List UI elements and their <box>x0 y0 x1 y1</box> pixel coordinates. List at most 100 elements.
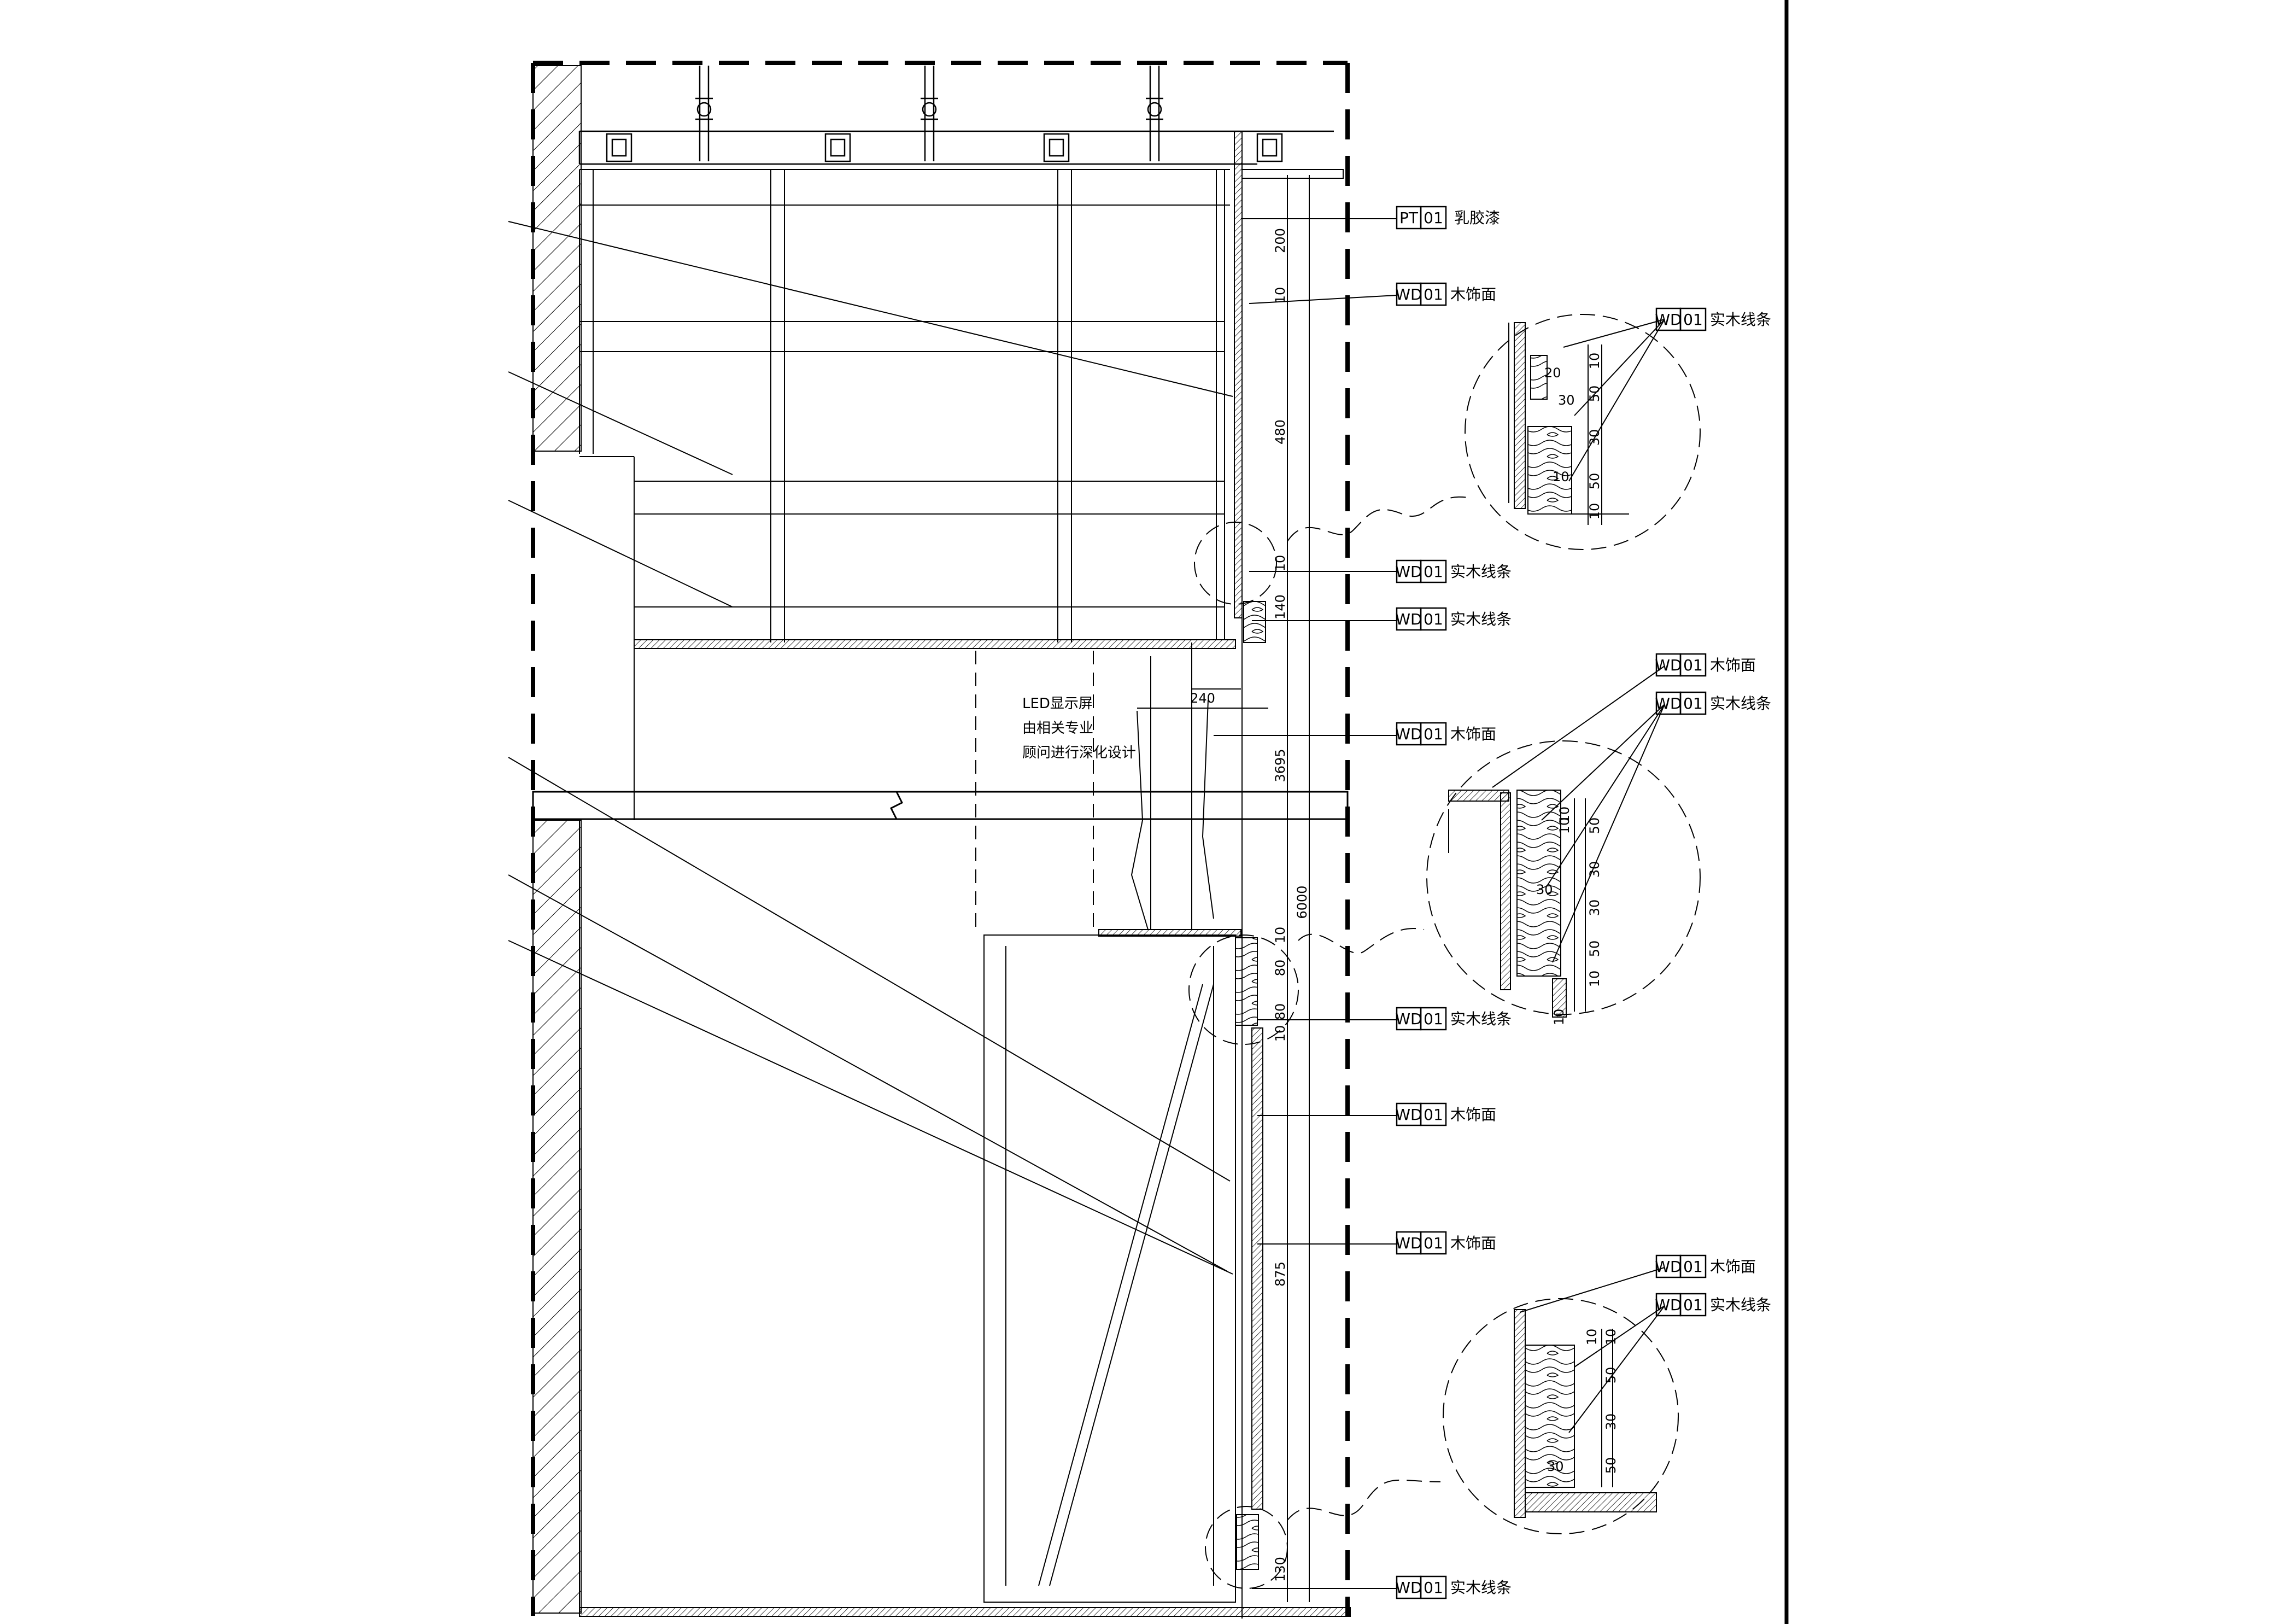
detail-leaders <box>1492 319 1665 1433</box>
label-text: 01 <box>1424 563 1443 581</box>
label-text: 01 <box>1683 311 1703 329</box>
label-text: 140 <box>1273 594 1288 620</box>
label-text: 01 <box>1424 725 1443 743</box>
lower-counter <box>983 929 1241 1603</box>
label-text: 木饰面 <box>1450 725 1496 743</box>
label-text: WD <box>1655 656 1682 674</box>
label-text: 3695 <box>1273 749 1288 782</box>
label-text: 01 <box>1683 1258 1703 1276</box>
label-text: 10 <box>1273 1025 1288 1042</box>
detail-2-drawing <box>1448 790 1586 1018</box>
label-text: 木饰面 <box>1450 285 1496 303</box>
material-tags: PT 01 乳胶漆 WD 01 木饰面 WD 01 实木线条 WD 01 实木线… <box>1395 206 1512 1599</box>
label-text: 01 <box>1424 209 1443 227</box>
label-text: 实木线条 <box>1450 610 1512 628</box>
label-text: WD <box>1395 725 1422 743</box>
label-text: 实木线条 <box>1450 1579 1512 1597</box>
label-text: 80 <box>1273 1003 1288 1020</box>
detail-3-dims: 10 10 50 30 30 50 <box>1547 1329 1619 1474</box>
label-text: WD <box>1655 1296 1682 1314</box>
detail-tags: WD 01 实木线条 WD 01 木饰面 WD 01 实木线条 WD 01 木饰… <box>1655 307 1771 1317</box>
label-text: 01 <box>1424 610 1443 628</box>
material-tag: PT 01 乳胶漆 <box>1396 206 1500 230</box>
label-text: 实木线条 <box>1710 311 1771 329</box>
material-tag: WD 01 木饰面 <box>1395 1231 1496 1255</box>
floor <box>579 1607 1351 1617</box>
label-text: 01 <box>1424 1234 1443 1252</box>
label-text: WD <box>1655 1258 1682 1276</box>
vertical-dimension-texts: 200 10 480 10 140 3695 10 80 80 10 875 1… <box>1190 228 1310 1582</box>
label-text: 10 <box>1273 555 1288 572</box>
label-text: 10 <box>1273 927 1288 944</box>
material-tag: WD 01 木饰面 <box>1395 722 1496 746</box>
label-text: 80 <box>1273 960 1288 977</box>
label-text: 10 <box>1551 1009 1567 1026</box>
material-tag: WD 01 实木线条 <box>1395 1007 1512 1031</box>
label-text: 50 <box>1587 940 1602 957</box>
label-text: 01 <box>1424 1010 1443 1028</box>
label-text: 10 <box>1273 287 1288 304</box>
label-text: 200 <box>1273 228 1288 253</box>
detail-2-dims: 10 10 50 30 30 30 50 10 10 <box>1536 807 1602 1026</box>
label-text: 实木线条 <box>1450 1010 1512 1028</box>
label-text: LED显示屏 <box>1022 696 1093 712</box>
detail-tag: WD 01 实木线条 <box>1655 1293 1771 1317</box>
detail-tag: WD 01 木饰面 <box>1655 653 1756 677</box>
label-text: 01 <box>1683 656 1703 674</box>
led-note: LED显示屏 由相关专业 顾问进行深化设计 <box>1022 696 1136 761</box>
label-text: WD <box>1395 1234 1422 1252</box>
label-text: 30 <box>1603 1413 1619 1430</box>
label-text: WD <box>1395 563 1422 581</box>
detail-3-drawing <box>1514 1309 1657 1518</box>
label-text: 10 <box>1557 807 1572 823</box>
ceiling-hangers <box>578 65 1334 165</box>
material-tag: WD 01 木饰面 <box>1395 1102 1496 1126</box>
label-text: 01 <box>1683 1296 1703 1314</box>
dimension-lines <box>1137 175 1310 1602</box>
boundary-dashed <box>531 61 1350 1616</box>
label-text: 木饰面 <box>1450 1234 1496 1252</box>
label-text: 30 <box>1558 393 1575 408</box>
break-band <box>532 791 1349 820</box>
label-text: 01 <box>1424 1579 1443 1597</box>
label-text: 240 <box>1190 691 1215 706</box>
label-text: 10 <box>1584 1329 1600 1346</box>
label-text: 01 <box>1683 694 1703 712</box>
detail-1-drawing <box>1508 322 1629 525</box>
label-text: 20 <box>1544 365 1561 381</box>
label-text: 10 <box>1587 353 1602 370</box>
label-text: WD <box>1395 1579 1422 1597</box>
label-text: 30 <box>1587 861 1602 878</box>
label-text: 30 <box>1547 1459 1564 1474</box>
label-text: WD <box>1655 311 1682 329</box>
leader-lines-left <box>508 221 1233 1275</box>
ceiling-slab <box>634 639 1236 649</box>
label-text: 10 <box>1553 469 1569 484</box>
left-wall <box>532 65 582 1614</box>
label-text: WD <box>1395 1010 1422 1028</box>
label-text: WD <box>1395 1106 1422 1124</box>
detail-callouts <box>1188 314 1701 1589</box>
detail-tag: WD 01 实木线条 <box>1655 691 1771 715</box>
label-text: 30 <box>1536 882 1553 897</box>
label-text: 顾问进行深化设计 <box>1022 745 1136 761</box>
label-text: 由相关专业 <box>1022 720 1093 737</box>
label-text: PT <box>1399 209 1419 227</box>
label-text: 木饰面 <box>1450 1106 1496 1124</box>
material-tag: WD 01 木饰面 <box>1395 282 1496 306</box>
label-text: 50 <box>1603 1457 1619 1474</box>
label-text: 480 <box>1273 419 1288 445</box>
upper-structure <box>579 169 1230 820</box>
label-text: 01 <box>1424 1106 1443 1124</box>
label-text: WD <box>1395 610 1422 628</box>
label-text: 10 <box>1587 971 1602 988</box>
label-text: WD <box>1655 694 1682 712</box>
detail-tag: WD 01 实木线条 <box>1655 307 1771 331</box>
label-text: 6000 <box>1295 885 1310 919</box>
wall-cladding <box>1150 131 1344 1619</box>
label-text: 木饰面 <box>1710 1258 1756 1276</box>
label-text: 50 <box>1587 473 1602 490</box>
tag-leaders <box>1214 218 1397 1589</box>
label-text: 30 <box>1587 899 1602 916</box>
